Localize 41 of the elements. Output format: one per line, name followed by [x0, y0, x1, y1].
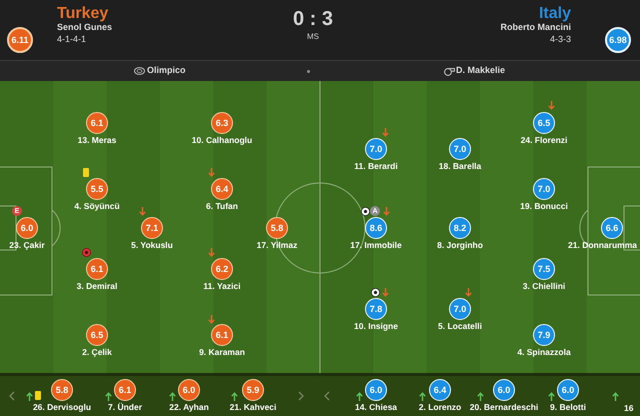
- team-name: Italy: [538, 4, 571, 23]
- player-name: 21. Kahveci: [230, 402, 276, 412]
- player-name: 2. Çelik: [82, 347, 112, 357]
- player-name: 26. Dervisoglu: [32, 402, 92, 412]
- player-name: 3. Chiellini: [522, 281, 566, 291]
- player-name: 20. Bernardeschi: [470, 402, 538, 412]
- player-name: 19. Bonucci: [520, 201, 568, 211]
- player-name: 10. Insigne: [354, 321, 398, 331]
- player-name: 13. Meras: [78, 135, 116, 145]
- formation: 4-1-4-1: [57, 34, 86, 45]
- player-name: 8. Jorginho: [437, 240, 483, 250]
- referee-name: D. Makkelie: [456, 65, 506, 76]
- player-name: 11. Berardi: [354, 161, 398, 171]
- manager-name: Senol Gunes: [57, 22, 112, 33]
- manager-name: Roberto Mancini: [500, 22, 571, 33]
- player-name: 24. Florenzi: [520, 135, 568, 145]
- player-name: 7. Ünder: [108, 402, 142, 412]
- player-name: 2. Lorenzo: [418, 402, 462, 412]
- player-name: 3. Demiral: [76, 281, 118, 291]
- player-name: 21. Donnarumma: [568, 240, 637, 250]
- match-status: MS: [307, 32, 319, 42]
- player-name: 14. Chiesa: [354, 402, 398, 412]
- player-name: 18. Barella: [438, 161, 482, 171]
- player-name: 17. Yilmaz: [256, 240, 298, 250]
- player-name: 9. Belotti: [550, 402, 586, 412]
- player-name: 4. Spinazzola: [517, 347, 571, 357]
- team-name: Turkey: [57, 4, 108, 23]
- player-name: 16: [624, 403, 634, 413]
- player-name: 23. Çakir: [9, 240, 45, 250]
- player-name: 9. Karaman: [199, 347, 245, 357]
- venue-name: Olimpico: [147, 65, 186, 76]
- formation: 4-3-3: [550, 34, 571, 45]
- score: 0 : 3: [292, 7, 334, 31]
- player-name: 5. Locatelli: [438, 321, 482, 331]
- player-name: 11. Yazici: [203, 281, 241, 291]
- player-name: 6. Tufan: [206, 201, 238, 211]
- player-name: 22. Ayhan: [169, 402, 209, 412]
- player-name: 5. Yokuslu: [131, 240, 173, 250]
- player-name: 4. Söyüncü: [74, 201, 120, 211]
- player-name: 10. Calhanoglu: [192, 135, 252, 145]
- player-name: 17. Immobile: [350, 240, 402, 250]
